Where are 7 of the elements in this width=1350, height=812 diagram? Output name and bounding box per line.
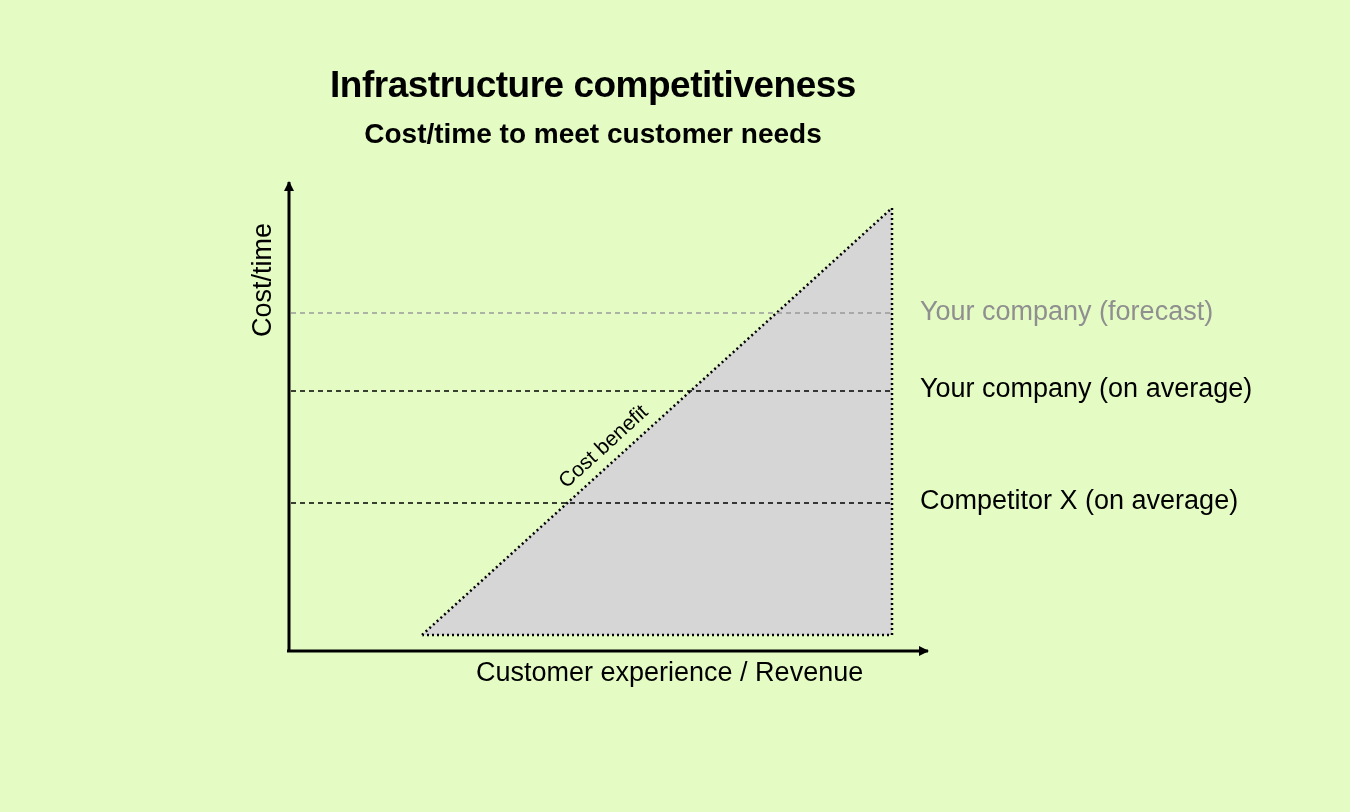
axis-label: Customer experience / Revenue	[476, 657, 864, 688]
chart-title: Infrastructure competitiveness	[329, 64, 857, 106]
line-label: Your company (on average)	[920, 373, 1253, 404]
line-label: Competitor X (on average)	[920, 485, 1239, 516]
line-label: Your company (forecast)	[920, 296, 1214, 327]
axis-label: Cost/time	[246, 223, 278, 337]
chart-subtitle: Cost/time to meet customer needs	[363, 118, 823, 150]
